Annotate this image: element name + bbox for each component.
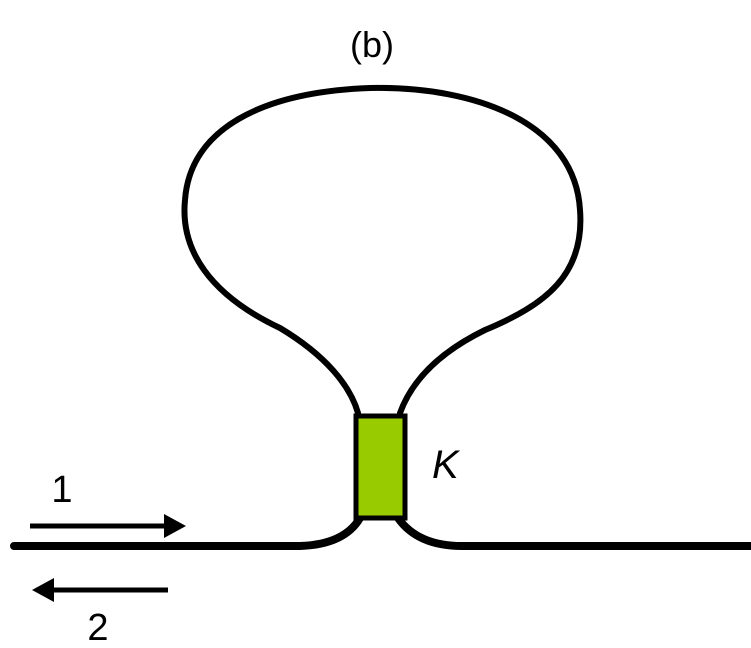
fiber-loop <box>181 84 584 416</box>
port-1-label: 1 <box>51 469 72 511</box>
panel-label: (b) <box>350 24 394 65</box>
output-arrow <box>32 578 168 602</box>
bus-fiber-left <box>10 514 364 550</box>
input-arrow <box>30 514 186 538</box>
bus-fiber-right <box>394 514 751 550</box>
coupler-box <box>353 413 408 521</box>
port-2-label: 2 <box>87 607 108 648</box>
coupler-label: K <box>432 443 461 487</box>
